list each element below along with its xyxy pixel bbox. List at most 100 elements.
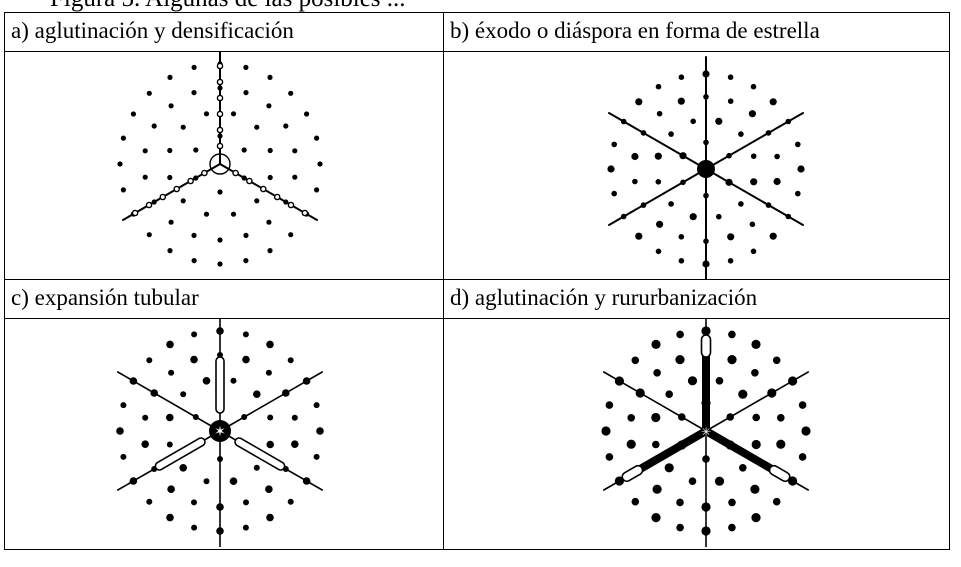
settlement-dot: [230, 377, 237, 384]
corridor-tip: [700, 334, 712, 358]
settlement-dot: [243, 64, 249, 70]
settlement-dot: [631, 497, 640, 506]
settlement-dot: [795, 141, 801, 148]
settlement-dot: [668, 131, 674, 137]
settlement-dot: [242, 331, 249, 338]
settlement-dot: [750, 248, 757, 255]
transport-tube: [154, 437, 206, 471]
settlement-dot: [655, 248, 662, 255]
settlement-dot: [203, 211, 210, 217]
settlement-dot: [678, 258, 685, 264]
settlement-dot: [141, 440, 149, 448]
axis-node: [201, 169, 208, 177]
settlement-dot: [243, 499, 249, 506]
tube-outline: [215, 356, 225, 414]
settlement-dot: [168, 219, 174, 225]
settlement-dot: [202, 377, 211, 385]
settlement-dot: [631, 356, 640, 365]
settlement-dot: [314, 187, 320, 193]
axis-node: [216, 78, 224, 86]
settlement-dot: [193, 147, 199, 153]
radial-line: [608, 168, 707, 226]
settlement-dot: [167, 147, 173, 154]
settlement-dot: [728, 330, 736, 339]
settlement-dot: [690, 118, 696, 125]
settlement-dot: [752, 413, 760, 422]
settlement-dot: [801, 426, 811, 436]
settlement-dot: [714, 476, 725, 486]
settlement-dot: [611, 190, 617, 197]
settlement-dot: [266, 440, 275, 449]
settlement-dot: [665, 390, 673, 398]
axis-node: [187, 177, 194, 185]
settlement-dot: [651, 412, 661, 423]
settlement-dot: [727, 98, 734, 104]
settlement-dot: [230, 111, 237, 117]
settlement-dot: [651, 513, 661, 523]
settlement-dot: [191, 258, 197, 264]
figure-row: [4, 51, 950, 280]
settlement-dot: [715, 117, 723, 125]
axis-node: [216, 142, 224, 150]
panel-a-label: a) aglutinación y densificación: [4, 12, 444, 52]
settlement-dot: [243, 90, 249, 96]
settlement-dot: [727, 355, 737, 365]
settlement-dot: [266, 513, 274, 522]
settlement-dot: [313, 402, 320, 409]
axis-node: [216, 126, 224, 134]
settlement-dot: [191, 499, 197, 506]
settlement-dot: [654, 152, 662, 160]
settlement-dot: [267, 147, 273, 154]
settlement-dot: [266, 219, 272, 225]
settlement-dot: [677, 97, 685, 105]
settlement-dot: [291, 414, 298, 421]
settlement-dot: [180, 124, 186, 130]
panel-a: [4, 51, 444, 280]
settlement-dot: [751, 339, 761, 349]
settlement-dot: [314, 135, 320, 141]
header-row: c) expansión tubular d) aglutinación y r…: [4, 279, 950, 319]
panel-d-label: d) aglutinación y rururbanización: [443, 279, 950, 319]
settlement-dot: [676, 330, 684, 339]
settlement-dot: [265, 485, 273, 493]
settlement-dot: [166, 513, 174, 522]
caption-text: Figura 5. Algunas de las posibles ...: [50, 0, 406, 11]
settlement-dot: [769, 232, 777, 240]
settlement-dot: [120, 453, 127, 460]
settlement-dot: [116, 427, 124, 435]
settlement-dot: [191, 64, 197, 70]
settlement-dot: [266, 103, 272, 109]
settlement-dot: [191, 232, 197, 238]
settlement-dot: [689, 213, 697, 221]
settlement-dot: [795, 190, 801, 197]
axis-node: [216, 94, 224, 102]
settlement-dot: [798, 401, 807, 409]
panel-c-diagram: ✶: [116, 319, 324, 547]
settlement-dot: [750, 153, 757, 159]
settlement-dot: [142, 174, 148, 180]
settlement-dot: [304, 111, 310, 117]
radial-line: [608, 112, 707, 170]
settlement-dot: [777, 414, 785, 422]
corridor-tip: [621, 464, 644, 483]
settlement-dot: [292, 148, 298, 154]
settlement-dot: [142, 148, 148, 154]
radial-line: [705, 371, 810, 432]
settlement-dot: [146, 498, 153, 505]
settlement-dot: [243, 232, 249, 238]
settlement-dot: [656, 110, 663, 117]
settlement-dot: [267, 414, 274, 421]
diagram-table: a) aglutinación y densificación b) éxodo…: [4, 12, 950, 550]
settlement-dot: [316, 427, 324, 435]
settlement-dot: [151, 123, 157, 129]
axis-node: [259, 185, 267, 193]
settlement-dot: [190, 355, 198, 364]
settlement-dot: [265, 369, 272, 376]
settlement-dot: [267, 174, 273, 181]
panel-d-diagram: ✳: [601, 319, 811, 547]
settlement-dot: [653, 369, 661, 377]
settlement-dot: [652, 440, 660, 449]
settlement-dot: [292, 174, 298, 180]
panel-d: ✳: [443, 318, 950, 550]
tube-outline: [621, 464, 644, 483]
